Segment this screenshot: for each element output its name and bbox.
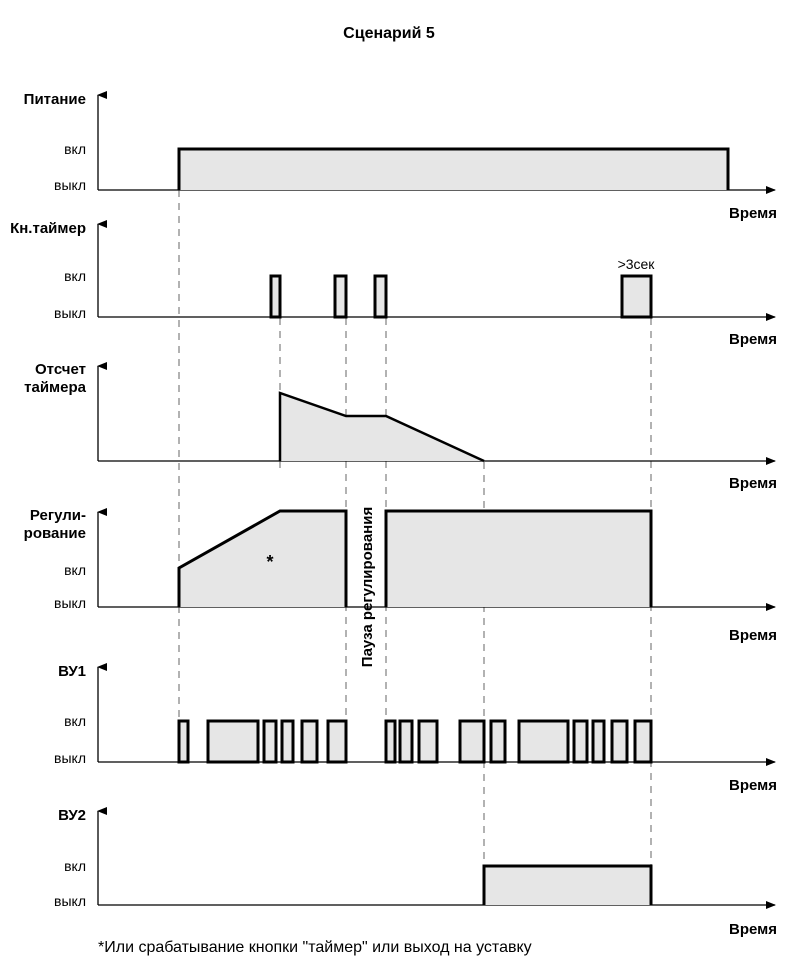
regulation-time-label: Время	[729, 627, 777, 644]
vu2-on-label: вкл	[64, 858, 86, 874]
button-hold-annotation: >3сек	[618, 256, 656, 272]
power-off-label: выкл	[54, 177, 86, 193]
regulation-label-line2: рование	[24, 525, 86, 542]
footnote: *Или срабатывание кнопки "таймер" или вы…	[98, 939, 532, 956]
vu1-on-label: вкл	[64, 713, 86, 729]
button-off-label: выкл	[54, 305, 86, 321]
vu1-off-label: выкл	[54, 750, 86, 766]
power-time-label: Время	[729, 205, 777, 222]
power-signal	[177, 147, 730, 190]
button-signal	[269, 274, 653, 319]
vu2-time-label: Время	[729, 921, 777, 938]
power-on-label: вкл	[64, 141, 86, 157]
channel-button: Кн.таймер вкл выкл >3сек Время	[10, 220, 777, 348]
button-on-label: вкл	[64, 268, 86, 284]
power-label: Питание	[24, 91, 86, 108]
vu1-label: ВУ1	[58, 663, 86, 680]
channel-power: Питание вкл выкл Время	[24, 91, 777, 222]
channel-regulation: Регули- рование вкл выкл * Время	[24, 507, 777, 644]
vu2-signal	[482, 864, 653, 905]
regulation-footnote-marker: *	[266, 552, 273, 572]
vu2-label: ВУ2	[58, 807, 86, 824]
channel-vu1: ВУ1 вкл выкл Время	[54, 663, 777, 794]
regulation-on-label: вкл	[64, 562, 86, 578]
regulation-off-label: выкл	[54, 595, 86, 611]
regulation-signal-ramp	[177, 509, 348, 607]
regulation-label-line1: Регули-	[30, 507, 86, 524]
channel-vu2: ВУ2 вкл выкл Время	[54, 807, 777, 938]
timer-label-line1: Отсчет	[35, 361, 86, 378]
button-label: Кн.таймер	[10, 220, 86, 237]
vu1-time-label: Время	[729, 777, 777, 794]
channel-timer: Отсчет таймера Время	[24, 361, 777, 492]
regulation-signal-resume	[384, 509, 653, 607]
timer-countdown	[278, 391, 485, 463]
timer-time-label: Время	[729, 475, 777, 492]
vu1-signal	[177, 719, 653, 764]
pause-label: Пауза регулирования	[359, 507, 376, 667]
vu2-off-label: выкл	[54, 893, 86, 909]
diagram-title: Сценарий 5	[343, 25, 435, 42]
timer-label-line2: таймера	[24, 379, 87, 396]
button-time-label: Время	[729, 331, 777, 348]
